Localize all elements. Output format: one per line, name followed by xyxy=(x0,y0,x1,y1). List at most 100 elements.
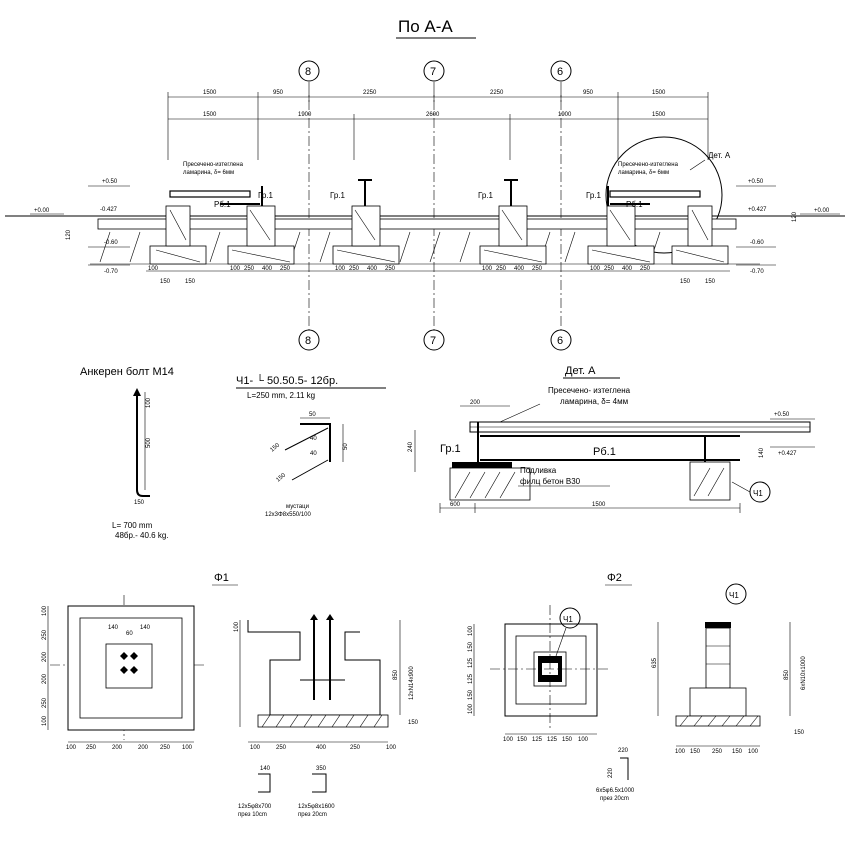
foot-dim-a3: 150 xyxy=(185,279,196,285)
dim-top-2: 950 xyxy=(273,90,284,96)
foot-dim-b1: 100 xyxy=(230,266,241,272)
level-left-minus060: -0.60 xyxy=(104,240,118,246)
f2-plan-v-2: 150 xyxy=(468,641,474,652)
detail-a-callout-label: Дет. А xyxy=(708,151,731,160)
anchor-bolt-detail: Анкерен болт М14 100 500 150 L= 700 mm 4… xyxy=(80,366,174,540)
f1-plan-h-2: 250 xyxy=(86,745,97,751)
detail-plus0427: +0.427 xyxy=(778,451,797,457)
axis-bubbles-top: 8 7 6 xyxy=(298,60,572,82)
foot-dim-c2: 250 xyxy=(349,266,360,272)
f2-bar-dim-side: 220 xyxy=(608,767,614,778)
f2-elev-635: 635 xyxy=(652,657,658,668)
f1-plan-v-6: 100 xyxy=(42,715,48,726)
level-right-plus0427: +0.427 xyxy=(748,207,767,213)
gr1-b: Гр.1 xyxy=(330,191,346,200)
detail-note-2: ламарина, δ= 4мм xyxy=(560,397,628,406)
anchor-dim-100: 100 xyxy=(146,397,152,408)
foot-dim-c4: 250 xyxy=(385,266,396,272)
f2-elev-h-1: 100 xyxy=(675,749,686,755)
f2-plan-v-4: 125 xyxy=(468,673,474,684)
axis-label-8: 8 xyxy=(305,66,311,78)
dim-second-1: 1500 xyxy=(203,112,217,118)
f1-elev-850: 850 xyxy=(393,669,399,680)
detail-grout-2: филц бетон В30 xyxy=(520,477,581,486)
level-right-minus070: -0.70 xyxy=(750,269,764,275)
foundation-5 xyxy=(587,205,655,265)
dim-top-4: 2250 xyxy=(490,90,504,96)
foot-dim-d1: 100 xyxy=(482,266,493,272)
dim-second-3: 2600 xyxy=(426,112,440,118)
foundation-6 xyxy=(671,205,729,265)
foundation-4 xyxy=(479,205,547,265)
f2-plan-v-1: 100 xyxy=(468,625,474,636)
level-marks-right: +0.50 +0.00 +0.427 -0.60 -0.70 120 xyxy=(736,179,840,275)
level-left-minus070: -0.70 xyxy=(104,269,118,275)
dim-second-4: 1900 xyxy=(558,112,572,118)
axis-bottom-label-7: 7 xyxy=(430,335,436,347)
anchor-length: L= 700 mm xyxy=(112,521,153,530)
angle-dim-150a: 150 xyxy=(269,442,281,453)
detail-dim-600: 600 xyxy=(450,502,461,508)
grating-left xyxy=(169,190,251,198)
foot-dim-d3: 400 xyxy=(514,266,525,272)
f2-elev-h-5: 100 xyxy=(748,749,759,755)
f2-ch1-elev-bubble xyxy=(725,583,747,605)
f1-plan-v-2: 250 xyxy=(42,629,48,640)
foot-dim-d4: 250 xyxy=(532,266,543,272)
dim-right-120: 120 xyxy=(792,211,798,222)
anchor-dim-500: 500 xyxy=(146,437,152,448)
axis-bubble-7 xyxy=(423,60,445,82)
foot-dim-c3: 400 xyxy=(367,266,378,272)
f1-plan-h-5: 250 xyxy=(160,745,171,751)
f1-plan-top-1: 140 xyxy=(108,625,119,631)
foot-dim-f1: 150 xyxy=(680,279,691,285)
detail-dim-200: 200 xyxy=(470,400,481,406)
foot-dim-c1: 100 xyxy=(335,266,346,272)
f2-plan-v-5: 150 xyxy=(468,689,474,700)
foot-dim-e1: 100 xyxy=(590,266,601,272)
anchor-dim-150: 150 xyxy=(134,500,145,506)
f1-bar2-spec1: 12x5φ8x1600 xyxy=(298,804,335,810)
f1-bar1-spec2: през 10cm xyxy=(238,812,267,818)
level-right-plus000: +0.00 xyxy=(814,208,830,214)
f2-ch1-bubble xyxy=(559,607,581,629)
detail-a: Дет. А Пресечено- изтеглена ламарина, δ=… xyxy=(408,365,815,513)
f2-plan-h-3: 125 xyxy=(532,737,543,743)
dimension-chain-top: 1500 950 2250 2250 950 1500 xyxy=(167,90,709,160)
f1-elev-h-5: 100 xyxy=(386,745,397,751)
f2-plan-h-2: 150 xyxy=(517,737,528,743)
foundation-3 xyxy=(332,205,400,265)
sheet-note-left-2: ламарина, δ= 6мм xyxy=(183,170,234,176)
axis-bubbles-bottom: 8 7 6 xyxy=(298,329,572,351)
detail-pedestal-right xyxy=(689,461,731,501)
f1-elev-h-4: 250 xyxy=(350,745,361,751)
axis-bottom-label-8: 8 xyxy=(305,335,311,347)
foundation-1 xyxy=(149,205,207,265)
angle-title: Ч1- └ 50.50.5- 12бр. xyxy=(236,373,338,387)
f1-plan-v-4: 200 xyxy=(42,673,48,684)
f2-ch1-plan: Ч1 xyxy=(563,615,573,624)
f1-plan-h-3: 200 xyxy=(112,745,123,751)
f1-plan-h-6: 100 xyxy=(182,745,193,751)
angle-studs-spec: 12x3Φ8x550/100 xyxy=(265,512,311,518)
floor-slab xyxy=(97,218,737,230)
f1-elevation: 100 850 12xN14x900 150 100 250 400 250 1… xyxy=(234,614,419,751)
angle-dim-50: 50 xyxy=(309,412,316,418)
angle-dim-150b: 150 xyxy=(275,472,287,483)
level-left-minus0427: -0.427 xyxy=(100,207,118,213)
axis-label-7: 7 xyxy=(430,66,436,78)
dim-top-1: 1500 xyxy=(203,90,217,96)
f1-rebar: 12xN14x900 xyxy=(409,666,415,700)
f2-plan-h-1: 100 xyxy=(503,737,514,743)
f2-plan-h-5: 150 xyxy=(562,737,573,743)
foot-dim-b2: 250 xyxy=(244,266,255,272)
angle-dim-50v: 50 xyxy=(343,443,349,450)
f1-bar1-dim: 140 xyxy=(260,766,271,772)
gr1-a: Гр.1 xyxy=(258,191,274,200)
f1-bars: 140 12x5φ8x700 през 10cm 350 12x5φ8x1600… xyxy=(238,766,335,818)
detail-gr1: Гр.1 xyxy=(440,443,461,455)
f1-elev-h-1: 100 xyxy=(250,745,261,751)
f2-elev-850: 850 xyxy=(784,669,790,680)
gr1-c: Гр.1 xyxy=(478,191,494,200)
